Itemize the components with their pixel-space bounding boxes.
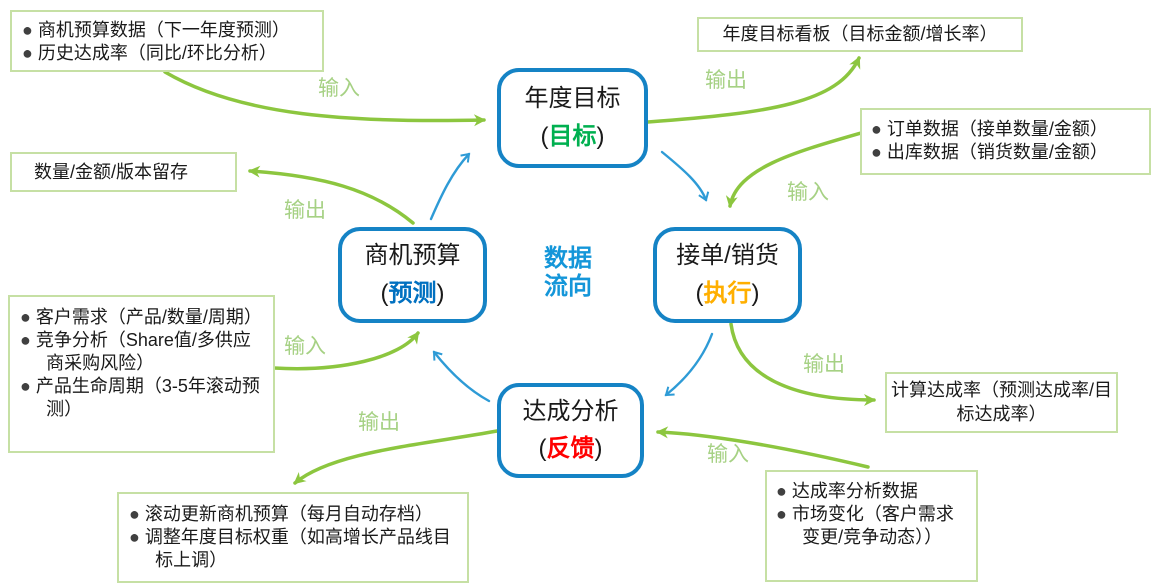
flow-label-output-opportunity: 输出: [284, 199, 326, 222]
node-achievement-title: 达成分析: [522, 397, 619, 425]
infobox-rolling-update-list: 滚动更新商机预算（每月自动存档） 调整年度目标权重（如高增长产品线目标上调）: [129, 503, 457, 572]
infobox-orders: 订单数据（接单数量/金额） 出库数据（销货数量/金额）: [860, 108, 1151, 175]
list-item: 订单数据（接单数量/金额）: [871, 118, 1140, 141]
center-caption-line2: 流向: [544, 273, 592, 301]
list-item: 竞争分析（Share值/多供应商采购风险）: [20, 329, 263, 375]
center-caption: 数据 流向: [536, 245, 600, 302]
node-opportunity-tag-text: 预测: [388, 279, 437, 307]
infobox-rate-calc-text: 计算达成率（预测达成率/目标达成率）: [891, 380, 1112, 424]
paren-open: (: [540, 122, 549, 150]
paren-close: ): [751, 279, 760, 307]
flow-label-input-order-sales: 输入: [787, 181, 829, 204]
node-opportunity: 商机预算 (预测): [338, 227, 487, 323]
arrow-cycle-achievement-to-opportunity: [432, 350, 491, 403]
arrow-output-opportunity: [248, 165, 415, 225]
node-annual-goal-tag: (目标): [540, 122, 605, 150]
node-opportunity-title: 商机预算: [364, 242, 461, 270]
flow-label-output-annual-goal: 输出: [705, 69, 747, 92]
list-item: 出库数据（销货数量/金额）: [871, 141, 1140, 164]
infobox-customer-demand: 客户需求（产品/数量/周期） 竞争分析（Share值/多供应商采购风险） 产品生…: [8, 295, 275, 453]
node-annual-goal: 年度目标 (目标): [497, 68, 648, 168]
arrow-input-achievement: [656, 426, 870, 469]
flow-label-input-annual-goal: 输入: [318, 77, 360, 100]
arrow-output-order-sales: [729, 322, 876, 406]
list-item: 达成率分析数据: [776, 480, 967, 503]
node-order-sales: 接单/销货 (执行): [653, 227, 802, 323]
node-opportunity-tag: (预测): [380, 279, 445, 307]
infobox-retention: 数量/金额/版本留存: [10, 152, 237, 192]
node-order-sales-title: 接单/销货: [676, 242, 779, 270]
paren-close: ): [594, 435, 603, 462]
list-item: 历史达成率（同比/环比分析）: [22, 42, 312, 65]
arrow-input-opportunity: [272, 331, 420, 371]
node-achievement-tag: (反馈): [538, 435, 603, 462]
arrow-output-achievement: [293, 429, 499, 485]
node-order-sales-tag: (执行): [695, 279, 760, 307]
flow-label-input-opportunity: 输入: [284, 335, 326, 358]
node-achievement-tag-text: 反馈: [546, 435, 595, 462]
infobox-rate-calc: 计算达成率（预测达成率/目标达成率）: [885, 372, 1118, 433]
paren-open: (: [380, 279, 389, 307]
flow-label-input-achievement: 输入: [707, 443, 749, 466]
infobox-rate-analysis: 达成率分析数据 市场变化（客户需求变更/竞争动态））: [765, 470, 978, 582]
list-item: 滚动更新商机预算（每月自动存档）: [129, 503, 457, 526]
infobox-customer-demand-list: 客户需求（产品/数量/周期） 竞争分析（Share值/多供应商采购风险） 产品生…: [20, 306, 263, 421]
node-order-sales-tag-text: 执行: [703, 279, 752, 307]
arrow-input-order-sales: [725, 131, 863, 208]
list-item: 产品生命周期（3-5年滚动预测）: [20, 375, 263, 421]
infobox-rolling-update: 滚动更新商机预算（每月自动存档） 调整年度目标权重（如高增长产品线目标上调）: [117, 492, 469, 583]
infobox-kanban: 年度目标看板（目标金额/增长率）: [697, 17, 1023, 52]
node-annual-goal-title: 年度目标: [524, 85, 621, 113]
list-item: 市场变化（客户需求变更/竞争动态））: [776, 503, 967, 549]
center-caption-line1: 数据: [544, 245, 592, 272]
node-achievement: 达成分析 (反馈): [497, 383, 644, 478]
paren-open: (: [695, 279, 704, 307]
list-item: 客户需求（产品/数量/周期）: [20, 306, 263, 329]
arrow-input-annual-goal: [163, 70, 486, 127]
infobox-kanban-text: 年度目标看板（目标金额/增长率）: [722, 23, 998, 44]
paren-open: (: [538, 435, 547, 462]
arrow-cycle-opportunity-to-goal: [429, 152, 471, 221]
flow-label-output-achievement: 输出: [358, 411, 400, 434]
arrow-cycle-goal-to-order: [660, 150, 710, 202]
infobox-budget-history: 商机预算数据（下一年度预测） 历史达成率（同比/环比分析）: [10, 10, 324, 72]
infobox-orders-list: 订单数据（接单数量/金额） 出库数据（销货数量/金额）: [871, 118, 1140, 164]
node-annual-goal-tag-text: 目标: [548, 122, 597, 150]
arrow-output-annual-goal: [646, 56, 861, 124]
flow-label-output-order-sales: 输出: [803, 353, 845, 376]
infobox-rate-analysis-list: 达成率分析数据 市场变化（客户需求变更/竞争动态））: [776, 480, 967, 549]
list-item: 商机预算数据（下一年度预测）: [22, 19, 312, 42]
infobox-retention-text: 数量/金额/版本留存: [34, 162, 189, 182]
arrow-cycle-order-to-achievement: [664, 332, 714, 397]
infobox-budget-history-list: 商机预算数据（下一年度预测） 历史达成率（同比/环比分析）: [22, 19, 312, 65]
paren-close: ): [596, 122, 605, 150]
list-item: 调整年度目标权重（如高增长产品线目标上调）: [129, 526, 457, 572]
paren-close: ): [436, 279, 445, 307]
